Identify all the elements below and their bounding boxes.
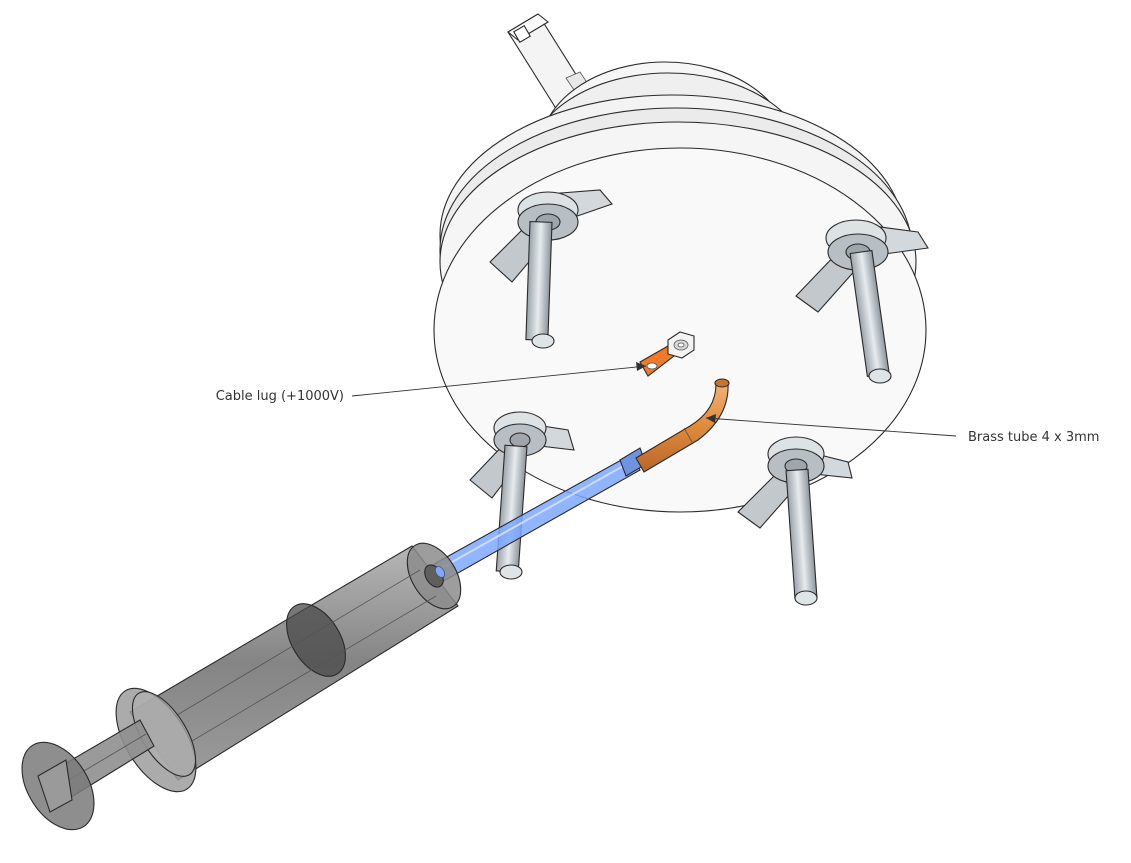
- wing-nut-bolt-top-right: [795, 219, 929, 384]
- syringe: [21, 542, 462, 831]
- cable-lug-label: Cable lug (+1000V): [216, 389, 344, 404]
- brass-tube: [635, 378, 730, 473]
- wing-nut-bolt-top-left: [489, 189, 613, 349]
- cable-lug-leader: [351, 362, 647, 397]
- brass-tube-label: Brass tube 4 x 3mm: [968, 430, 1099, 445]
- brass-tube-leader: [705, 414, 957, 437]
- cable-lug: [639, 331, 695, 377]
- wing-nut-bolt-bottom-right: [737, 436, 853, 606]
